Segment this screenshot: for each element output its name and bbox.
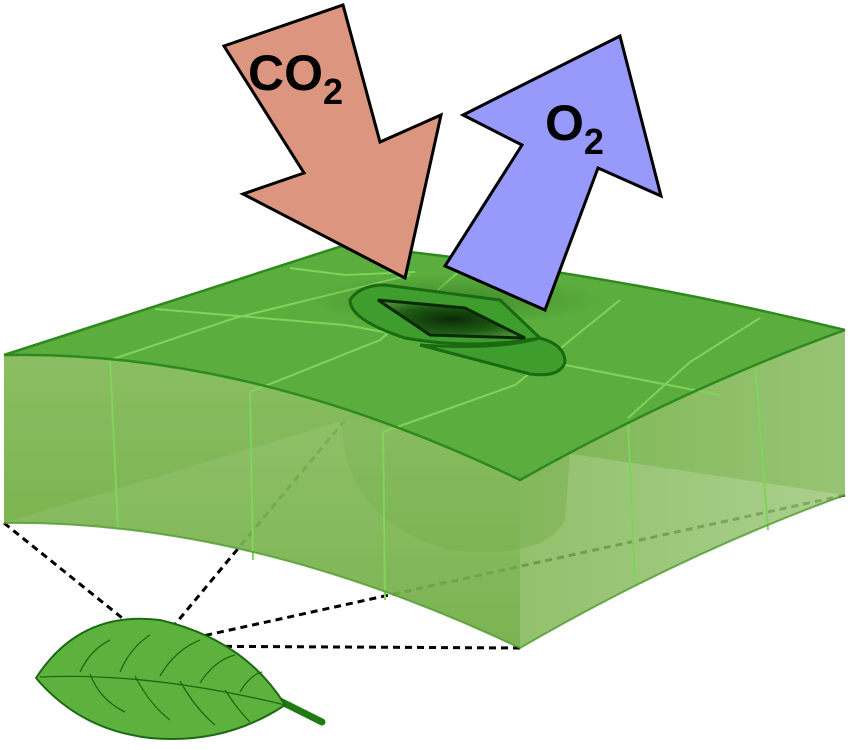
o2-label: O2 bbox=[545, 95, 604, 162]
right-cell-walls bbox=[627, 361, 769, 586]
guard-cell-right bbox=[419, 336, 567, 377]
front-cell-walls bbox=[109, 359, 386, 601]
co2-arrow: CO2 bbox=[221, 3, 444, 281]
stoma-pore bbox=[377, 298, 526, 340]
co2-arrow-shape bbox=[221, 3, 444, 281]
leaf-icon bbox=[34, 617, 326, 741]
leaf-blade bbox=[34, 617, 287, 741]
o2-arrow: O2 bbox=[442, 33, 664, 313]
leaf-tissue-block bbox=[3, 243, 846, 650]
stoma-icon bbox=[348, 283, 567, 377]
leaf-veins bbox=[39, 634, 286, 726]
block-top-face bbox=[4, 245, 845, 480]
o2-arrow-shape bbox=[442, 33, 664, 313]
block-right-face bbox=[520, 330, 845, 648]
co2-label: CO2 bbox=[248, 45, 343, 112]
